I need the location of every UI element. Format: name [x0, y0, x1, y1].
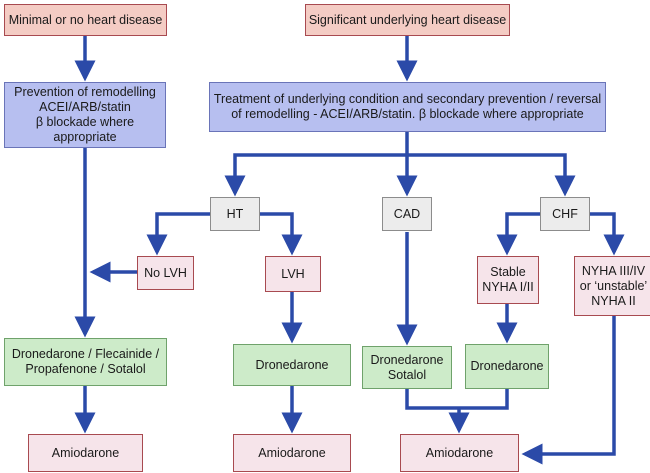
amiodarone-lvh-box: Amiodarone — [233, 434, 351, 472]
chf-box: CHF — [540, 197, 590, 231]
ht-box: HT — [210, 197, 260, 231]
arrow-ht-nolvh — [146, 212, 210, 256]
dronedarone-stable-box: Dronedarone — [465, 344, 549, 389]
amiodarone-left-box: Amiodarone — [28, 434, 143, 472]
arrow-chf-stable — [496, 212, 540, 256]
significant-heart-disease-box: Significant underlying heart disease — [305, 4, 510, 36]
arrow-treatment-chf — [407, 153, 576, 197]
arrow-ht-lvh — [260, 212, 303, 256]
dronedarone-sotalol-box: Dronedarone Sotalol — [362, 346, 452, 389]
dronedarone-lvh-box: Dronedarone — [233, 344, 351, 386]
nyha-unstable-box: NYHA III/IV or ‘unstable’ NYHA II — [574, 256, 650, 316]
cad-box: CAD — [382, 197, 432, 231]
arrow-chf-unstable — [590, 212, 625, 256]
lvh-box: LVH — [265, 256, 321, 292]
treatment-underlying-condition-box: Treatment of underlying condition and se… — [209, 82, 606, 132]
arrow-treatment-ht — [224, 153, 407, 197]
dronedarone-flecainide-box: Dronedarone / Flecainide / Propafenone /… — [4, 338, 167, 386]
prevention-of-remodelling-box: Prevention of remodelling ACEI/ARB/stati… — [4, 82, 166, 148]
amiodarone-right-box: Amiodarone — [400, 434, 519, 472]
arrow-unstable-amiomid — [521, 316, 616, 465]
minimal-heart-disease-box: Minimal or no heart disease — [4, 4, 167, 36]
no-lvh-box: No LVH — [137, 256, 194, 290]
arrow-drugs-amiomid — [405, 389, 509, 430]
stable-nyha-box: Stable NYHA I/II — [477, 256, 539, 304]
